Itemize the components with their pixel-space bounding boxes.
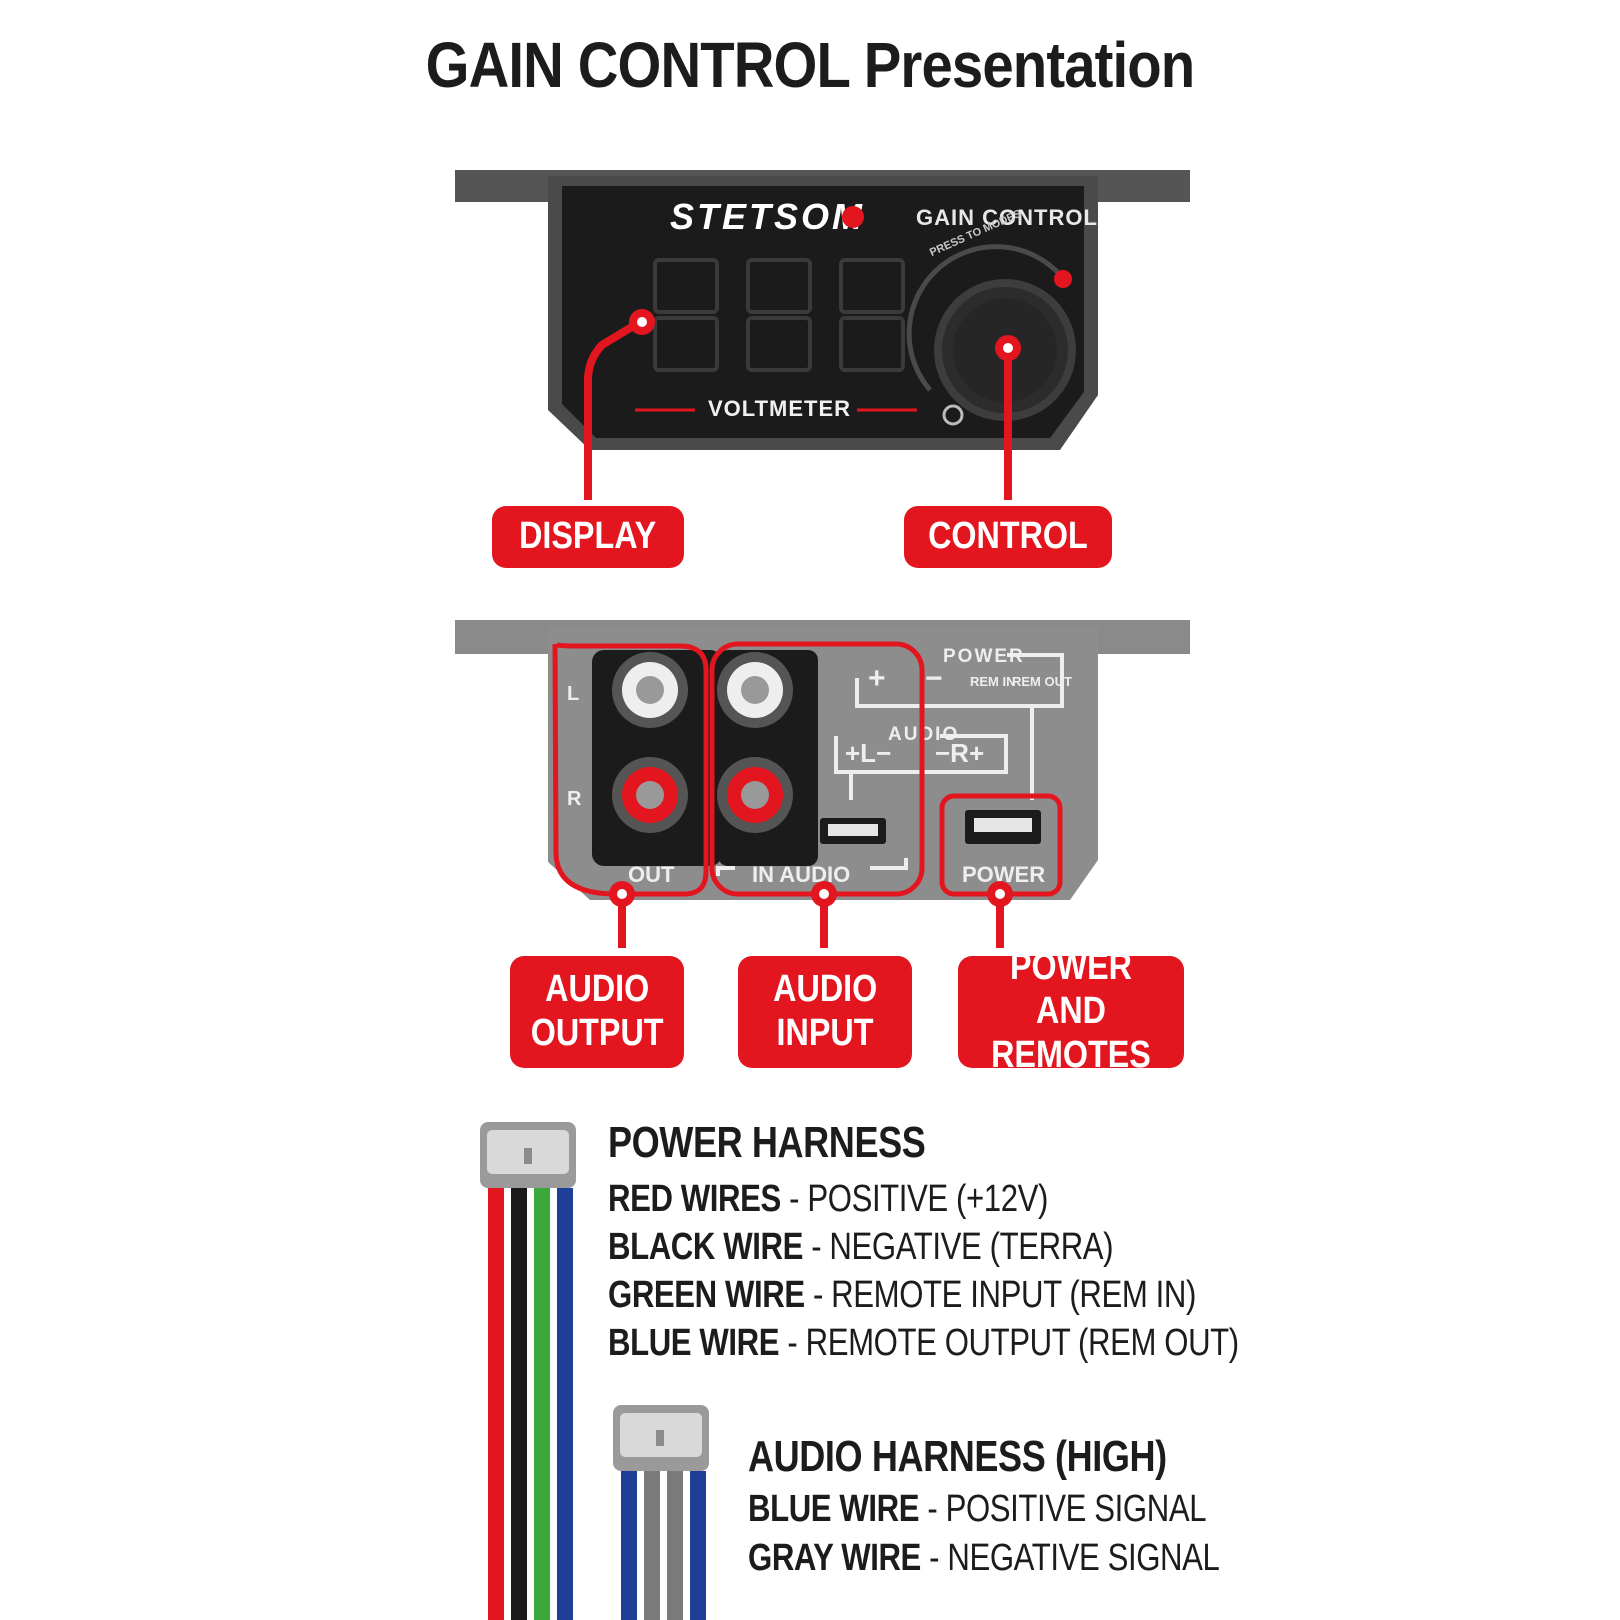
power-top-label: POWER bbox=[943, 646, 1025, 667]
power-harness-line: BLUE WIRE - REMOTE OUTPUT (REM OUT) bbox=[608, 1322, 1239, 1364]
back-panel: POWER AUDIO + − REM IN REM OUT +L− −R+ L… bbox=[455, 620, 1190, 900]
seven-segment-display bbox=[653, 258, 905, 372]
rca-out-right bbox=[612, 757, 688, 833]
callout-display: DISPLAY bbox=[492, 506, 684, 568]
power-harness-connector bbox=[480, 1122, 576, 1188]
callout-lines-top bbox=[584, 318, 1012, 500]
front-panel bbox=[455, 170, 1190, 450]
callout-control: CONTROL bbox=[904, 506, 1112, 568]
audio-harness-connector bbox=[613, 1405, 709, 1471]
rca-out-left bbox=[612, 652, 688, 728]
rca-in-right bbox=[717, 757, 793, 833]
label-r: R bbox=[567, 788, 582, 810]
voltmeter-caption: VOLTMETER bbox=[708, 396, 852, 421]
brand-logo-icon bbox=[842, 206, 864, 228]
minus-icon bbox=[942, 404, 964, 426]
minus-icon: − bbox=[925, 662, 943, 695]
power-harness-line: BLACK WIRE - NEGATIVE (TERRA) bbox=[608, 1226, 1114, 1268]
out-label: OUT bbox=[628, 862, 675, 887]
power-harness-heading: POWER HARNESS bbox=[608, 1118, 926, 1167]
label-l: L bbox=[567, 683, 579, 705]
audio-harness-wires bbox=[621, 1471, 706, 1620]
in-audio-label: IN AUDIO bbox=[752, 862, 850, 887]
rem-out-label: REM OUT bbox=[1012, 674, 1072, 689]
callout-lines-bottom bbox=[618, 894, 1004, 948]
audio-harness-heading: AUDIO HARNESS (HIGH) bbox=[748, 1432, 1167, 1481]
power-harness-wires bbox=[488, 1188, 573, 1620]
brand-logo: STETSOM bbox=[670, 196, 866, 237]
rca-in-left bbox=[717, 652, 793, 728]
power-harness-line: RED WIRES - POSITIVE (+12V) bbox=[608, 1178, 1048, 1220]
rem-in-label: REM IN bbox=[970, 674, 1016, 689]
page-title: GAIN CONTROL Presentation bbox=[425, 29, 1196, 101]
plus-icon bbox=[1054, 270, 1072, 288]
svg-text:−R+: −R+ bbox=[935, 738, 984, 768]
audio-harness-line: GRAY WIRE - NEGATIVE SIGNAL bbox=[748, 1537, 1220, 1579]
power-harness-line: GREEN WIRE - REMOTE INPUT (REM IN) bbox=[608, 1274, 1196, 1316]
model-label: GAIN CONTROL bbox=[916, 205, 1098, 230]
svg-text:+L−: +L− bbox=[845, 738, 891, 768]
audio-harness-line: BLUE WIRE - POSITIVE SIGNAL bbox=[748, 1488, 1207, 1530]
plus-icon: + bbox=[868, 662, 886, 695]
